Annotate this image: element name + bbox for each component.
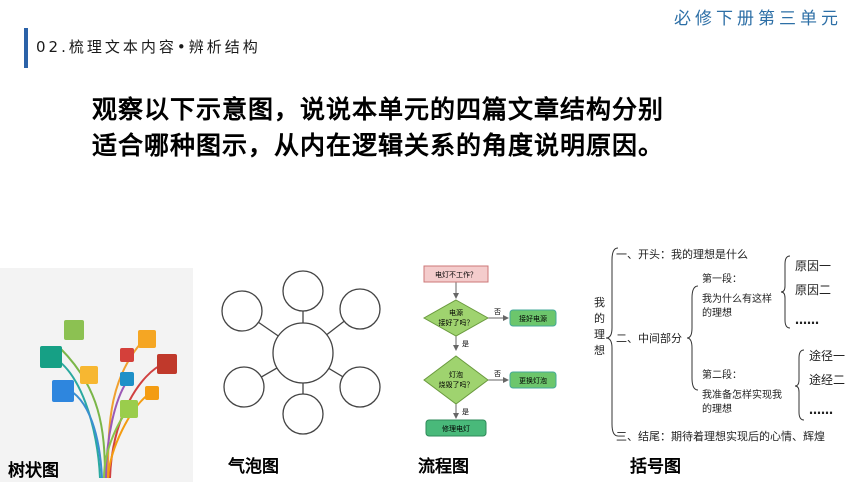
bracket-seg2-title: 第二段： — [702, 368, 742, 381]
tree-leaf — [157, 354, 177, 374]
flow-action-1 — [509, 309, 557, 327]
flow-start-box — [423, 265, 489, 283]
bracket-paths — [794, 349, 805, 421]
bubble-diagram — [221, 270, 381, 435]
bracket-seg2-line1: 我准备怎样实现我 — [702, 388, 782, 401]
bracket-seg1-line2: 的理想 — [702, 306, 732, 319]
flow-yes-label: 是 — [462, 340, 469, 348]
bracket-path-ellipsis: …… — [809, 403, 833, 417]
flow-decision-1-line2: 接好了吗？ — [439, 318, 474, 327]
question-line-2: 适合哪种图示，从内在逻辑关系的角度说明原因。 — [92, 131, 665, 160]
bracket-diagram: 我 的 理 想 一、开头：我的理想是什么 二、中间部分 三、结尾：期待着理想实现… — [594, 247, 845, 443]
bubble-node — [282, 270, 324, 312]
flow-end-box — [425, 419, 487, 437]
bracket-root-char: 的 — [594, 311, 605, 325]
bracket-seg2-line2: 的理想 — [702, 402, 732, 415]
bracket-part-1: 一、开头：我的理想是什么 — [616, 247, 748, 261]
flow-decision-2 — [423, 355, 489, 405]
tree-leaf — [120, 348, 134, 362]
section-title: 02.梳理文本内容•辨析结构 — [36, 38, 261, 56]
tree-branch — [107, 392, 151, 479]
flow-no-label-2: 否 — [494, 370, 501, 378]
bracket-seg1-title: 第一段： — [702, 272, 742, 285]
tree-branch — [109, 362, 166, 479]
bracket-root-char: 我 — [594, 296, 605, 309]
book-label: 必修下册第三单元 — [674, 9, 842, 29]
bracket-reason-2: 原因二 — [795, 283, 831, 297]
bracket-path-1: 途径一 — [809, 348, 845, 363]
flow-decision-1-line1: 电源 — [449, 308, 463, 317]
bracket-reason-ellipsis: …… — [795, 313, 819, 327]
caption-bracket: 括号图 — [630, 457, 681, 477]
bubble-node — [282, 393, 324, 435]
bubble-node — [221, 290, 263, 332]
flowchart-diagram: 电灯不工作？ 电源 接好了吗？ 否 是 接好电源 灯泡 烧毁了吗？ 否 是 更换… — [422, 265, 557, 437]
question-line-1: 观察以下示意图，说说本单元的四篇文章结构分别 — [92, 95, 665, 124]
bracket-part-2: 二、中间部分 — [616, 331, 682, 345]
tree-branch — [107, 337, 146, 479]
bracket-root-char: 想 — [594, 343, 605, 357]
flow-yes-label-2: 是 — [462, 408, 469, 416]
bracket-root-char: 理 — [594, 328, 605, 341]
tree-leaf — [52, 380, 74, 402]
flow-action-1-text: 接好电源 — [519, 314, 547, 323]
flow-action-2 — [509, 371, 557, 389]
bracket-path-2: 途经二 — [809, 372, 845, 387]
bubble-node — [223, 366, 265, 408]
bracket-part-3: 三、结尾：期待着理想实现后的心情、辉煌 — [616, 429, 825, 443]
tree-leaf — [80, 366, 98, 384]
flow-decision-1 — [422, 299, 490, 337]
tree-branch — [105, 379, 129, 479]
tree-diagram-panel — [0, 268, 193, 482]
caption-bubble: 气泡图 — [228, 457, 279, 477]
flow-no-label: 否 — [494, 308, 501, 316]
flow-end-text: 修理电灯 — [442, 424, 470, 433]
bubble-node — [339, 288, 381, 330]
bubble-node — [339, 366, 381, 408]
tree-leaf — [64, 320, 84, 340]
bracket-main — [605, 247, 619, 437]
caption-flow: 流程图 — [418, 457, 469, 477]
flow-decision-2-line2: 烧毁了吗？ — [439, 380, 474, 389]
flow-decision-2-line1: 灯泡 — [449, 370, 463, 379]
bracket-reasons — [780, 255, 791, 329]
bracket-middle — [686, 285, 699, 391]
bracket-seg1-line1: 我为什么有这样 — [702, 292, 772, 305]
tree-leaf — [138, 330, 156, 348]
tree-leaf — [120, 372, 134, 386]
tree-diagram-image — [40, 320, 177, 479]
tree-leaf — [145, 386, 159, 400]
caption-tree: 树状图 — [8, 461, 59, 481]
tree-leaf — [120, 400, 138, 418]
tree-leaf — [40, 346, 62, 368]
flow-action-2-text: 更换灯泡 — [519, 376, 547, 385]
flow-start-text: 电灯不工作？ — [435, 270, 477, 279]
question-text: 观察以下示意图，说说本单元的四篇文章结构分别 适合哪种图示，从内在逻辑关系的角度… — [92, 92, 664, 164]
section-accent-bar — [24, 28, 28, 68]
bracket-reason-1: 原因一 — [795, 259, 831, 273]
bubble-center — [272, 322, 334, 384]
